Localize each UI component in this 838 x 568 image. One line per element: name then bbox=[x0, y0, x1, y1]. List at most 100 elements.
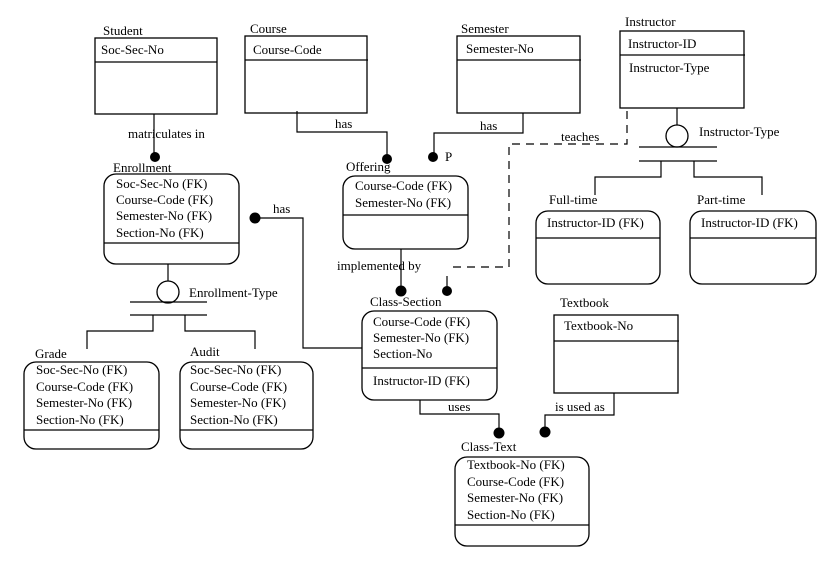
entity-full-time-name: Full-time bbox=[549, 192, 598, 207]
entity-student[interactable]: Student Soc-Sec-No bbox=[94, 23, 218, 115]
entity-class-text-key-3: Semester-No (FK) bbox=[467, 490, 563, 505]
entity-class-section-key-1: Course-Code (FK) bbox=[373, 314, 470, 329]
rel-semester-has[interactable]: has P bbox=[428, 113, 524, 164]
entity-course-name: Course bbox=[250, 21, 287, 36]
entity-textbook-box bbox=[553, 314, 679, 394]
entity-part-time[interactable]: Part-time Instructor-ID (FK) bbox=[689, 192, 817, 285]
entity-course-box bbox=[244, 35, 368, 114]
category-instructor-type-branch-full-time bbox=[594, 161, 662, 195]
entity-audit-key-2: Course-Code (FK) bbox=[190, 379, 287, 394]
rel-semester-has-line bbox=[433, 113, 524, 155]
rel-teaches[interactable]: teaches bbox=[442, 111, 628, 296]
rel-is-used-as-dot bbox=[539, 426, 551, 438]
rel-is-used-as[interactable]: is used as bbox=[539, 393, 615, 438]
entity-audit-box bbox=[179, 361, 314, 450]
entity-student-name: Student bbox=[103, 23, 143, 38]
rel-course-has-line bbox=[296, 111, 388, 158]
entity-part-time-name: Part-time bbox=[697, 192, 746, 207]
entity-offering-key-2: Semester-No (FK) bbox=[355, 195, 451, 210]
entity-full-time-box bbox=[535, 210, 661, 285]
entity-class-section-attr: Instructor-ID (FK) bbox=[373, 373, 470, 388]
rel-matriculates-in[interactable]: matriculates in bbox=[128, 114, 205, 162]
entity-enrollment-key-4: Section-No (FK) bbox=[116, 225, 204, 240]
entity-class-section[interactable]: Class-Section Course-Code (FK) Semester-… bbox=[361, 294, 498, 401]
rel-semester-has-label: has bbox=[480, 118, 497, 133]
entity-full-time-key: Instructor-ID (FK) bbox=[547, 215, 644, 230]
entity-audit-key-3: Semester-No (FK) bbox=[190, 395, 286, 410]
rel-enrollment-has-dot bbox=[249, 212, 261, 224]
entity-audit-key-1: Soc-Sec-No (FK) bbox=[190, 362, 281, 377]
entity-audit-key-4: Section-No (FK) bbox=[190, 412, 278, 427]
entity-grade-key-1: Soc-Sec-No (FK) bbox=[36, 362, 127, 377]
entity-grade-key-4: Section-No (FK) bbox=[36, 412, 124, 427]
entity-part-time-box bbox=[689, 210, 817, 285]
category-enrollment-type[interactable]: Enrollment-Type bbox=[86, 264, 278, 349]
entity-textbook-key: Textbook-No bbox=[564, 318, 633, 333]
rel-teaches-label: teaches bbox=[561, 129, 599, 144]
entity-full-time[interactable]: Full-time Instructor-ID (FK) bbox=[535, 192, 661, 285]
entity-instructor-attr: Instructor-Type bbox=[629, 60, 710, 75]
entity-course[interactable]: Course Course-Code bbox=[244, 21, 368, 114]
entity-enrollment-key-2: Course-Code (FK) bbox=[116, 192, 213, 207]
rel-teaches-line bbox=[448, 111, 628, 268]
rel-implemented-by-label: implemented by bbox=[337, 258, 422, 273]
entity-grade[interactable]: Grade Soc-Sec-No (FK) Course-Code (FK) S… bbox=[23, 346, 160, 450]
entity-student-box bbox=[94, 37, 218, 115]
entity-class-text-box bbox=[454, 456, 590, 547]
entity-class-text-key-2: Course-Code (FK) bbox=[467, 474, 564, 489]
rel-is-used-as-line bbox=[544, 393, 615, 429]
entity-instructor-box bbox=[619, 30, 745, 109]
rel-uses-label: uses bbox=[448, 399, 470, 414]
category-enrollment-type-branch-grade bbox=[86, 315, 154, 349]
rel-matriculates-in-label: matriculates in bbox=[128, 126, 205, 141]
entity-audit[interactable]: Audit Soc-Sec-No (FK) Course-Code (FK) S… bbox=[179, 344, 314, 450]
rel-course-has[interactable]: has bbox=[296, 111, 392, 164]
rel-uses-line bbox=[419, 400, 500, 431]
category-enrollment-type-label: Enrollment-Type bbox=[189, 285, 278, 300]
entity-enrollment-key-1: Soc-Sec-No (FK) bbox=[116, 176, 207, 191]
entity-class-text-key-1: Textbook-No (FK) bbox=[467, 457, 565, 472]
rel-uses-dot bbox=[493, 427, 505, 439]
entity-semester-box bbox=[456, 35, 581, 114]
rel-implemented-by[interactable]: implemented by bbox=[337, 249, 422, 297]
entity-textbook[interactable]: Textbook Textbook-No bbox=[553, 295, 679, 394]
entity-audit-name: Audit bbox=[190, 344, 220, 359]
entity-class-text[interactable]: Class-Text Textbook-No (FK) Course-Code … bbox=[454, 439, 590, 547]
rel-matriculates-in-dot bbox=[150, 152, 160, 162]
entity-grade-box bbox=[23, 361, 160, 450]
rel-uses[interactable]: uses bbox=[419, 399, 505, 439]
entity-semester[interactable]: Semester Semester-No bbox=[456, 21, 581, 114]
rel-enrollment-has-line bbox=[256, 217, 362, 349]
entity-instructor[interactable]: Instructor Instructor-ID Instructor-Type bbox=[619, 14, 745, 109]
entity-student-key: Soc-Sec-No bbox=[101, 42, 164, 57]
category-instructor-type-label: Instructor-Type bbox=[699, 124, 780, 139]
rel-semester-has-cardinality: P bbox=[445, 149, 452, 164]
rel-enrollment-has-label: has bbox=[273, 201, 290, 216]
entity-grade-name: Grade bbox=[35, 346, 67, 361]
entity-offering-key-1: Course-Code (FK) bbox=[355, 178, 452, 193]
entity-grade-key-2: Course-Code (FK) bbox=[36, 379, 133, 394]
entity-semester-name: Semester bbox=[461, 21, 509, 36]
entity-enrollment-name: Enrollment bbox=[113, 160, 172, 175]
entity-enrollment-box bbox=[103, 173, 240, 265]
rel-semester-has-dot bbox=[428, 152, 438, 162]
entity-grade-key-3: Semester-No (FK) bbox=[36, 395, 132, 410]
entity-class-section-key-2: Semester-No (FK) bbox=[373, 330, 469, 345]
entity-class-text-name: Class-Text bbox=[461, 439, 517, 454]
entity-textbook-name: Textbook bbox=[560, 295, 609, 310]
entity-instructor-name: Instructor bbox=[625, 14, 676, 29]
rel-teaches-dot bbox=[442, 286, 452, 296]
rel-course-has-label: has bbox=[335, 116, 352, 131]
category-instructor-type[interactable]: Instructor-Type bbox=[594, 108, 780, 195]
entity-class-section-key-3: Section-No bbox=[373, 346, 432, 361]
rel-course-has-dot bbox=[382, 154, 392, 164]
rel-implemented-by-dot bbox=[395, 285, 407, 297]
category-instructor-type-branch-part-time bbox=[693, 161, 763, 195]
entity-offering-box bbox=[342, 175, 469, 250]
entity-offering[interactable]: Offering Course-Code (FK) Semester-No (F… bbox=[342, 159, 469, 250]
category-enrollment-type-circle bbox=[156, 280, 180, 304]
entity-enrollment-key-3: Semester-No (FK) bbox=[116, 208, 212, 223]
rel-enrollment-has[interactable]: has bbox=[249, 201, 363, 349]
category-enrollment-type-branch-audit bbox=[184, 315, 256, 349]
entity-enrollment[interactable]: Enrollment Soc-Sec-No (FK) Course-Code (… bbox=[103, 160, 240, 265]
